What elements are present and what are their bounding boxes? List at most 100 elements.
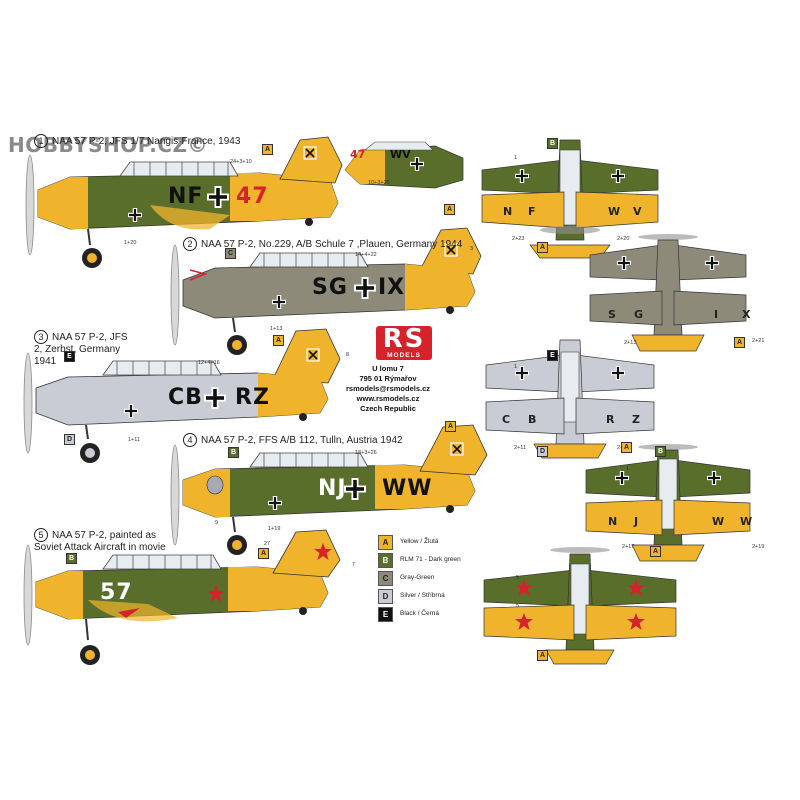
tv4-dim-0: 1 xyxy=(626,466,630,472)
callout-3-d: D xyxy=(64,434,75,445)
variant-number-1: 1 xyxy=(34,134,48,148)
side-view-4 xyxy=(170,424,488,555)
legend-label: Black / Černá xyxy=(400,610,440,617)
tv4-callout-b: B xyxy=(655,446,666,457)
top-view-5 xyxy=(483,547,677,665)
callout-4-a: A xyxy=(445,421,456,432)
top-view-1 xyxy=(481,139,659,259)
variant-number-4: 4 xyxy=(183,433,197,447)
tv3-callout-d: D xyxy=(537,446,548,457)
code-4-left: NJ xyxy=(318,476,347,501)
legend-swatch: B xyxy=(378,553,393,568)
code-1-left: NF xyxy=(168,184,204,209)
tv2-code-3: X xyxy=(742,308,751,321)
dim-3-a: 12+4+16 xyxy=(198,360,220,366)
callout-1-a: A xyxy=(262,144,273,155)
tv3-code-2: R xyxy=(606,413,615,426)
dim-5-b: 7 xyxy=(352,562,356,568)
legend-swatch: D xyxy=(378,589,393,604)
dim-3-b: 1+11 xyxy=(128,437,140,443)
tv2-dim-2: 2+21 xyxy=(752,338,765,344)
tv3-dim-0: 1 xyxy=(514,364,518,370)
manufacturer-address: U lomu 7 795 01 Rýmařov rsmodels@rsmodel… xyxy=(318,364,458,414)
tv1-callout-a: A xyxy=(537,242,548,253)
tv4-callout-a: A xyxy=(650,546,661,557)
dim-2-c: 3 xyxy=(470,246,474,252)
dim-4-c: 9 xyxy=(215,520,219,526)
address-street: U lomu 7 xyxy=(372,364,404,373)
dim-1-a: 24+3+10 xyxy=(230,159,252,165)
tv3-callout-e: E xyxy=(547,350,558,361)
tv1-dim-2: 2+20 xyxy=(617,236,630,242)
tv3-dim-1: 2+11 xyxy=(514,445,526,451)
code-3-left: CB xyxy=(168,385,203,410)
legend-label: RLM 71 - Dark green xyxy=(400,556,461,563)
dim-2-b: 1+13 xyxy=(270,326,283,332)
caption-variant-1: 1 NAA 57 P-2, JFS 1/7 Nangis-France, 1943 xyxy=(34,134,240,148)
callout-2-a: A xyxy=(444,204,455,215)
legend-label: Yellow / Žlutá xyxy=(400,538,439,545)
legend-swatch: A xyxy=(378,535,393,550)
tv3-code-3: Z xyxy=(632,413,640,426)
side-view-5 xyxy=(23,529,341,665)
caption-text-2: NAA 57 P-2, No.229, A/B Schule 7 ,Plauen… xyxy=(201,239,463,250)
variant-number-2: 2 xyxy=(183,237,197,251)
top-code-1-right: WV xyxy=(390,148,411,161)
callout-3-a: A xyxy=(273,335,284,346)
tv4-code-3: W xyxy=(740,515,753,528)
legend-swatch: C xyxy=(378,571,393,586)
address-website[interactable]: www.rsmodels.cz xyxy=(356,394,420,403)
fuselage-top-view-1 xyxy=(344,141,464,189)
tv1-dim-1: 2+23 xyxy=(512,236,525,242)
tv2-code-0: S xyxy=(608,308,616,321)
tv3-code-0: C xyxy=(502,413,511,426)
tv1-callout-b: B xyxy=(547,138,558,149)
dim-2-a: 14+4+22 xyxy=(355,252,377,258)
callout-4-b: B xyxy=(228,447,239,458)
code-2-right: IX xyxy=(378,275,406,300)
legend-swatch: E xyxy=(378,607,393,622)
callout-2-c: C xyxy=(225,248,236,259)
dim-1-b: 10+3+25 xyxy=(368,180,390,186)
top-code-1-left: 47 xyxy=(350,148,366,161)
caption-variant-2: 2 NAA 57 P-2, No.229, A/B Schule 7 ,Plaue… xyxy=(183,237,462,251)
caption-text-1: NAA 57 P-2, JFS 1/7 Nangis-France, 1943 xyxy=(52,136,241,147)
side-view-2 xyxy=(170,227,482,355)
side-view-3 xyxy=(23,328,341,463)
rs-models-logo: RS MODELS xyxy=(376,326,432,360)
tv2-dim-0: 1 xyxy=(628,262,632,268)
tv3-code-1: B xyxy=(528,413,537,426)
tv4-code-1: J xyxy=(634,515,639,528)
variant-number-3: 3 xyxy=(34,330,48,344)
address-city: 795 01 Rýmařov xyxy=(359,374,417,383)
dim-4-b: 1+19 xyxy=(268,526,281,532)
tv5-dim-0: 5 xyxy=(516,575,520,581)
dim-3-c: 8 xyxy=(346,352,350,358)
code-3-right: RZ xyxy=(235,385,270,410)
dim-4-a: 18+3+26 xyxy=(355,450,377,456)
logo-letters: RS xyxy=(382,324,426,354)
code-2-left: SG xyxy=(312,275,348,300)
code-5: 57 xyxy=(100,580,133,605)
callout-5-b: B xyxy=(66,553,77,564)
callout-3-e: E xyxy=(64,351,75,362)
tv4-dim-2: 2+19 xyxy=(752,544,765,550)
top-view-3 xyxy=(485,339,655,459)
variant-number-5: 5 xyxy=(34,528,48,542)
tv5-callout-a: A xyxy=(537,650,548,661)
top-view-2 xyxy=(589,234,747,352)
callout-5-a: A xyxy=(258,548,269,559)
tv4-code-0: N xyxy=(608,515,618,528)
caption-text-4: NAA 57 P-2, FFS A/B 112, Tulln, Austria … xyxy=(201,435,403,446)
dim-1-c: 1+20 xyxy=(124,240,137,246)
tv1-code-3: V xyxy=(633,205,642,218)
tv2-code-2: I xyxy=(714,308,719,321)
tv4-dim-1: 2+17 xyxy=(622,544,635,550)
side-view-1 xyxy=(25,136,343,268)
code-4-right: WW xyxy=(382,476,433,501)
address-email[interactable]: rsmodels@rsmodels.cz xyxy=(345,384,430,393)
tv3-callout-a: A xyxy=(621,442,632,453)
tv4-code-2: W xyxy=(712,515,725,528)
